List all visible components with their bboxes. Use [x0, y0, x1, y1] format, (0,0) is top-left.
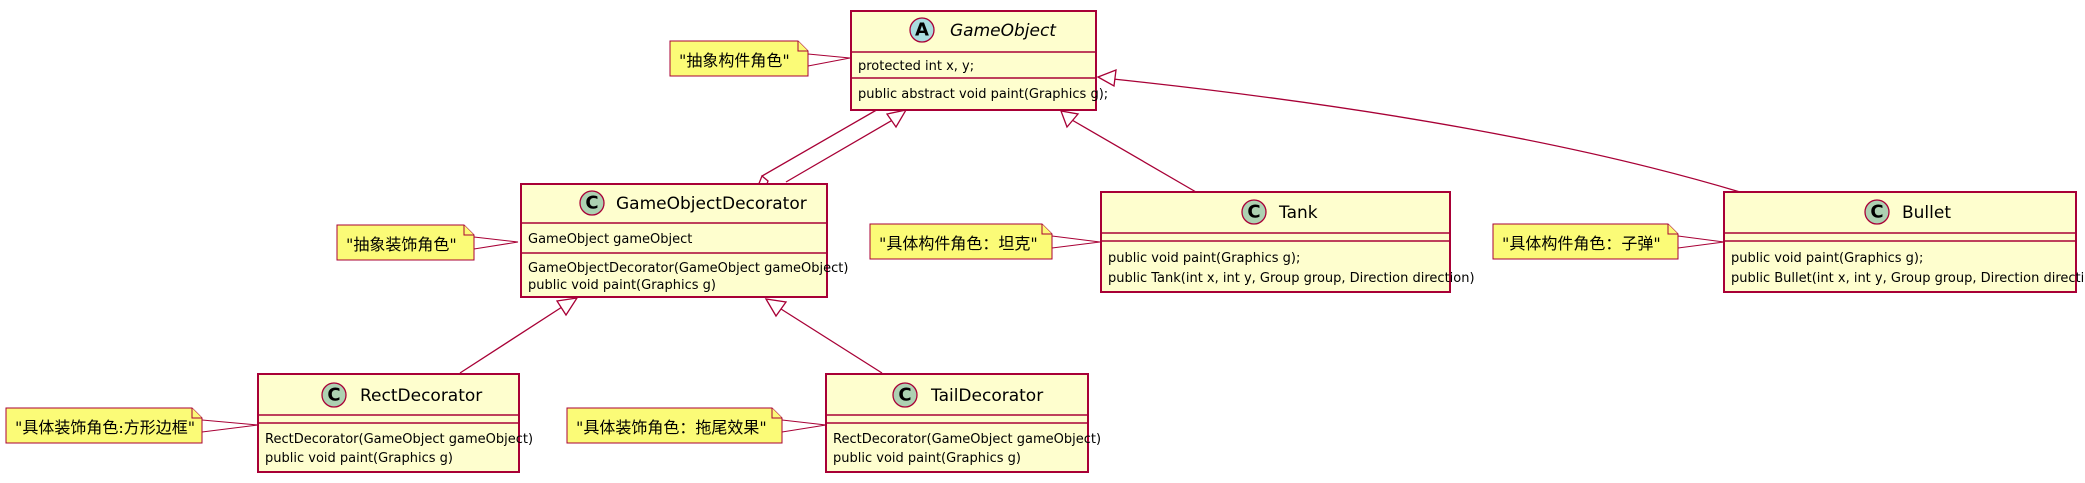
class-field: GameObject gameObject [528, 232, 692, 247]
note-text: "具体构件角色：子弹" [1502, 234, 1661, 253]
class-bullet: C Bullet public void paint(Graphics g); … [1723, 191, 2085, 293]
class-icon: C [585, 193, 598, 214]
class-method: public Bullet(int x, int y, Group group,… [1731, 271, 2085, 286]
note-tail: "具体装饰角色：拖尾效果" [566, 407, 827, 444]
generalization-arrowhead [555, 297, 579, 317]
generalization-arrowhead [1059, 110, 1080, 129]
class-method: public void paint(Graphics g) [833, 451, 1021, 466]
class-name: GameObjectDecorator [616, 194, 807, 214]
note-tank: "具体构件角色：坦克" [869, 223, 1101, 260]
note-text: "具体装饰角色：拖尾效果" [576, 418, 767, 437]
class-method: public abstract void paint(Graphics g); [858, 87, 1108, 102]
abstract-class-icon: A [915, 20, 929, 41]
generalization-rect-decorator [459, 297, 579, 374]
class-rectdecorator: C RectDecorator RectDecorator(GameObject… [257, 373, 533, 473]
class-method: public void paint(Graphics g); [1108, 251, 1300, 266]
class-name: GameObject [950, 21, 1057, 41]
generalization-arrowhead [885, 109, 908, 129]
class-method: public void paint(Graphics g); [1731, 251, 1923, 266]
class-tank: C Tank public void paint(Graphics g); pu… [1100, 191, 1475, 293]
class-icon: C [898, 385, 911, 406]
class-name: TailDecorator [930, 386, 1043, 406]
class-name: Tank [1278, 203, 1318, 223]
class-method: RectDecorator(GameObject gameObject) [265, 432, 533, 447]
note-rect: "具体装饰角色:方形边框" [5, 407, 259, 444]
aggregation-decorator-gameobject [757, 107, 881, 195]
class-field: protected int x, y; [858, 59, 974, 74]
note-text: "具体构件角色：坦克" [879, 234, 1038, 253]
note-gameobject: "抽象构件角色" [669, 40, 851, 77]
generalization-decorator-gameobject [785, 109, 908, 183]
class-name: RectDecorator [360, 386, 482, 406]
note-text: "抽象构件角色" [679, 51, 790, 70]
class-gameobject: A GameObject protected int x, y; public … [850, 10, 1108, 111]
class-method: public void paint(Graphics g) [528, 278, 716, 293]
note-decorator: "抽象装饰角色" [336, 224, 519, 261]
generalization-arrowhead [1096, 68, 1117, 88]
class-name: Bullet [1902, 203, 1951, 223]
class-method: public void paint(Graphics g) [265, 451, 453, 466]
class-method: RectDecorator(GameObject gameObject) [833, 432, 1101, 447]
class-taildecorator: C TailDecorator RectDecorator(GameObject… [825, 373, 1101, 473]
generalization-arrowhead [764, 298, 788, 318]
note-text: "抽象装饰角色" [346, 235, 457, 254]
generalization-tail-decorator [764, 298, 883, 374]
class-icon: C [1247, 202, 1260, 223]
note-bullet: "具体构件角色：子弹" [1492, 223, 1725, 260]
generalization-bullet-gameobject [1096, 68, 1741, 193]
class-method: GameObjectDecorator(GameObject gameObjec… [528, 261, 848, 276]
class-icon: C [1870, 202, 1883, 223]
class-icon: C [327, 385, 340, 406]
class-gameobjectdecorator: C GameObjectDecorator GameObject gameObj… [520, 183, 848, 298]
note-text: "具体装饰角色:方形边框" [15, 418, 195, 437]
class-method: public Tank(int x, int y, Group group, D… [1108, 271, 1475, 286]
generalization-tank-gameobject [1059, 110, 1197, 193]
